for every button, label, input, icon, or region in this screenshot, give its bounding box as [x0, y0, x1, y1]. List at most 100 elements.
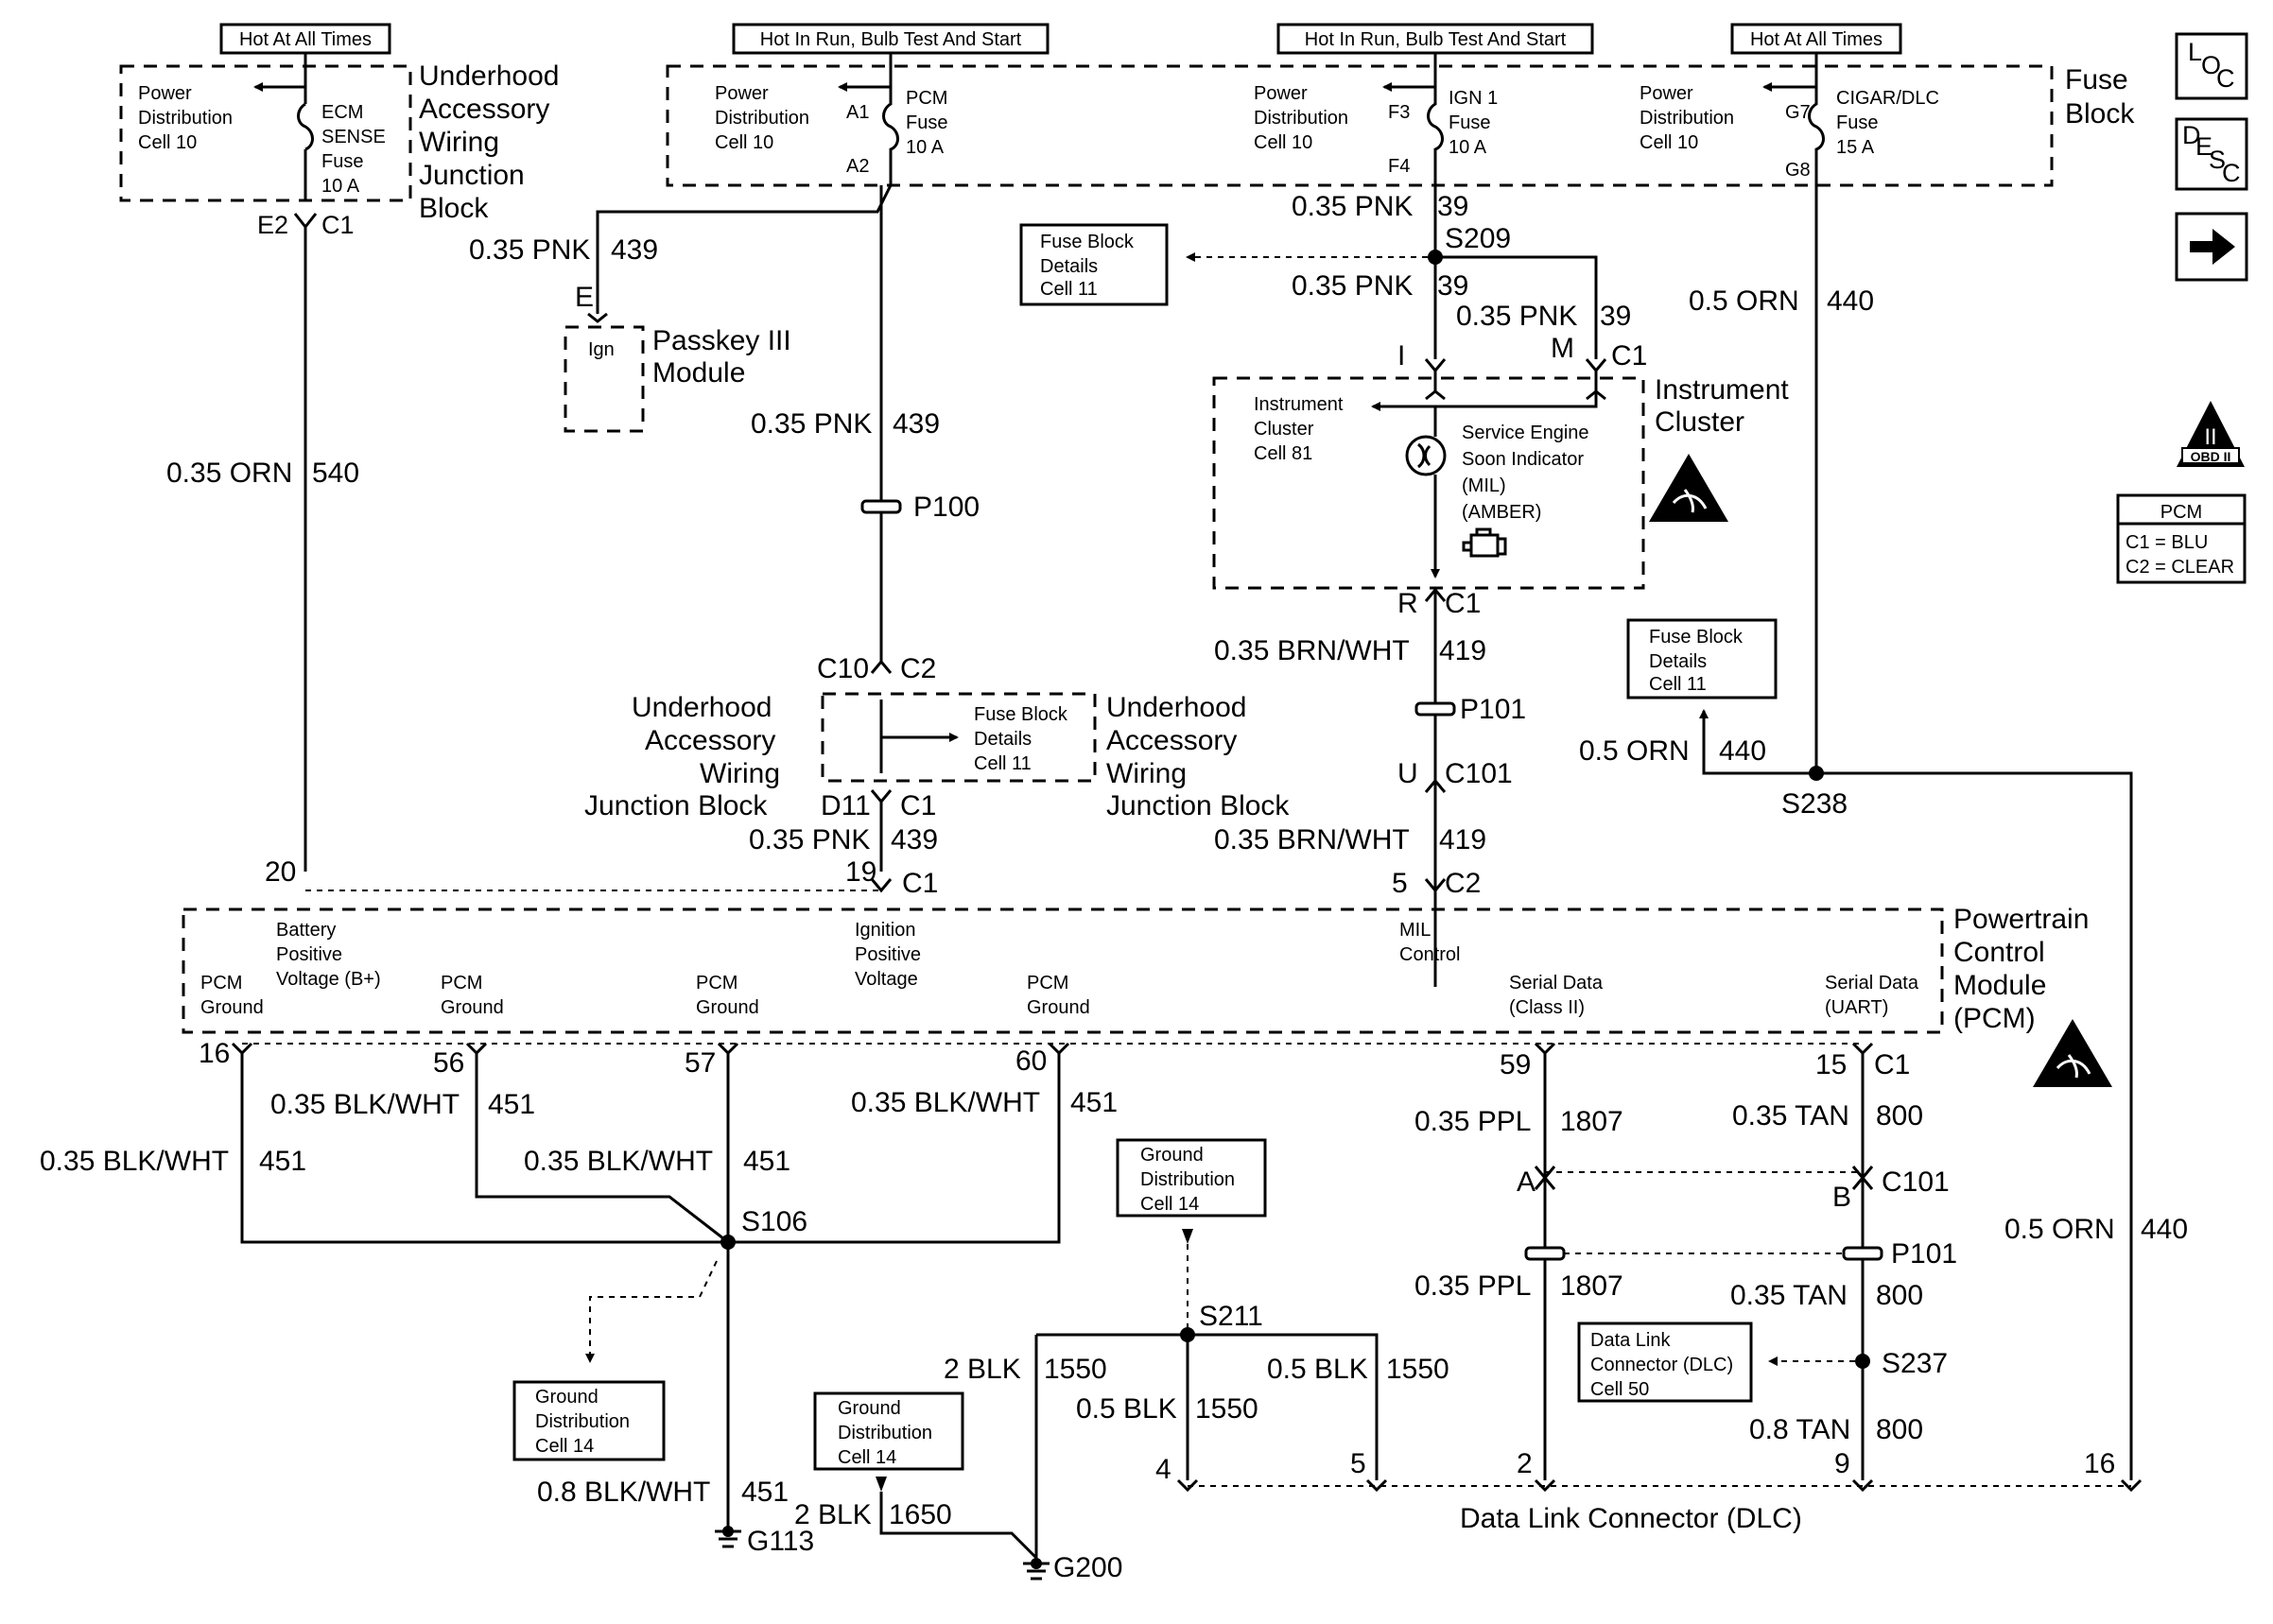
svg-text:Wiring: Wiring: [1106, 758, 1187, 789]
svg-text:Cell 14: Cell 14: [1140, 1194, 1199, 1215]
svg-text:Distribution: Distribution: [138, 108, 233, 129]
svg-text:Cell 10: Cell 10: [1640, 132, 1698, 153]
svg-text:Ign: Ign: [588, 339, 615, 360]
svg-text:Distribution: Distribution: [715, 108, 809, 129]
fuse-block: Fuse Block Power Distribution Cell 10 A1…: [666, 64, 2135, 187]
svg-text:(UART): (UART): [1825, 997, 1888, 1018]
wire-451d-num: 451: [1070, 1087, 1118, 1118]
wire-451c-color: 0.35 BLK/WHT: [524, 1146, 713, 1177]
wire-440c-num: 440: [2141, 1214, 2188, 1245]
svg-text:F3: F3: [1388, 102, 1410, 123]
svg-text:Ground: Ground: [1027, 997, 1090, 1018]
svg-text:Power: Power: [138, 83, 192, 104]
svg-text:G200: G200: [1053, 1552, 1122, 1583]
svg-text:G113: G113: [747, 1526, 814, 1557]
loc-icon[interactable]: L O C: [2175, 32, 2248, 100]
svg-text:Passkey III: Passkey III: [652, 325, 791, 356]
svg-text:10 A: 10 A: [1449, 137, 1487, 158]
wire-439c-num: 439: [891, 824, 938, 855]
svg-text:Cluster: Cluster: [1655, 406, 1744, 438]
ground-distribution-ref-2[interactable]: Ground Distribution Cell 14: [1116, 1138, 1267, 1218]
svg-text:Module: Module: [1953, 970, 2046, 1001]
junction-mid-c1: C1: [900, 790, 936, 821]
svg-text:Positive: Positive: [855, 944, 921, 965]
wire-800a-color: 0.35 TAN: [1732, 1100, 1849, 1132]
svg-text:Distribution: Distribution: [1640, 108, 1734, 129]
svg-text:PCM: PCM: [441, 973, 482, 993]
fuse-block-details-ref-3[interactable]: Fuse Block Details Cell 11: [1626, 618, 1778, 700]
svg-text:Junction: Junction: [419, 160, 525, 191]
svg-text:Ground: Ground: [535, 1387, 599, 1408]
svg-text:G7: G7: [1785, 102, 1811, 123]
pcm-pin-16: 16: [199, 1038, 230, 1069]
pcm-pin-15: 15: [1815, 1049, 1847, 1080]
desc-icon[interactable]: D E S C: [2175, 117, 2248, 191]
svg-text:PCM: PCM: [696, 973, 737, 993]
svg-text:Cell 14: Cell 14: [535, 1436, 594, 1457]
wire-800b-color: 0.35 TAN: [1730, 1280, 1848, 1311]
svg-text:Junction Block: Junction Block: [1106, 790, 1290, 821]
fuse-block-details-ref-1[interactable]: Fuse Block Details Cell 11: [1019, 223, 1169, 306]
cluster-conn-top: C1: [1611, 340, 1647, 371]
svg-text:ECM: ECM: [321, 102, 363, 123]
svg-text:Data Link Connector (DLC): Data Link Connector (DLC): [1460, 1503, 1802, 1534]
svg-text:Fuse: Fuse: [2065, 64, 2128, 95]
c101-lower-conn: C101: [1882, 1166, 1950, 1198]
wire-1550c-num: 1550: [1386, 1354, 1449, 1385]
wire-451d-color: 0.35 BLK/WHT: [851, 1087, 1040, 1118]
ground-distribution-ref-3[interactable]: Ground Distribution Cell 14: [813, 1391, 964, 1471]
wire-1550b-num: 1550: [1195, 1393, 1258, 1425]
wire-39c-num: 39: [1600, 301, 1631, 332]
p101-inline-connector-lower-a: [1524, 1246, 1566, 1261]
wire-439a-num: 439: [611, 234, 658, 266]
wire-419b-num: 419: [1439, 824, 1486, 855]
cluster-pin-m: M: [1551, 333, 1574, 364]
powertrain-control-module: Battery Positive Voltage (B+) Ignition P…: [182, 904, 2089, 1034]
svg-text:Accessory: Accessory: [645, 725, 775, 756]
svg-text:PCM: PCM: [906, 88, 947, 109]
wire-1550a-num: 1550: [1044, 1354, 1107, 1385]
next-arrow-icon[interactable]: [2175, 212, 2248, 282]
cluster-pin-r: R: [1397, 588, 1418, 619]
data-link-connector: 4 5 2 9 16 Data Link Connector (DLC): [1155, 1448, 2143, 1534]
svg-text:Underhood: Underhood: [419, 60, 559, 92]
svg-text:Serial Data: Serial Data: [1509, 973, 1604, 993]
pcm-pin-57: 57: [685, 1047, 716, 1079]
svg-text:Powertrain: Powertrain: [1953, 904, 2089, 935]
svg-text:Cell 14: Cell 14: [838, 1447, 896, 1468]
ground-distribution-ref-1[interactable]: Ground Distribution Cell 14: [512, 1380, 666, 1461]
c101-lower-pin-b: B: [1832, 1182, 1851, 1213]
svg-text:OBD II: OBD II: [2191, 449, 2231, 464]
svg-text:Positive: Positive: [276, 944, 342, 965]
svg-text:Cell 10: Cell 10: [715, 132, 773, 153]
header-tag-hot-at-all-times-2: Hot At All Times: [1730, 23, 1902, 55]
pcm-conn-5: C2: [1445, 868, 1481, 899]
svg-text:(Class II): (Class II): [1509, 997, 1585, 1018]
svg-text:Hot In Run, Bulb Test And Star: Hot In Run, Bulb Test And Start: [760, 29, 1022, 50]
header-tag-hot-at-all-times-1: Hot At All Times: [219, 23, 391, 55]
wire-451b-color: 0.35 BLK/WHT: [270, 1089, 460, 1120]
wire-800b-num: 800: [1876, 1280, 1923, 1311]
svg-text:Accessory: Accessory: [419, 94, 549, 125]
svg-text:Wiring: Wiring: [419, 127, 499, 158]
wire-800c-color: 0.8 TAN: [1749, 1414, 1850, 1445]
dlc-ref[interactable]: Data Link Connector (DLC) Cell 50: [1577, 1322, 1753, 1403]
svg-text:Voltage: Voltage: [855, 969, 918, 990]
svg-text:P100: P100: [913, 492, 980, 523]
svg-text:(AMBER): (AMBER): [1462, 502, 1541, 523]
svg-text:Wiring: Wiring: [700, 758, 780, 789]
c101-upper-pin: U: [1397, 758, 1418, 789]
wire-540-color: 0.35 ORN: [166, 458, 292, 489]
svg-text:Fuse: Fuse: [906, 112, 947, 133]
ground-g200: G200: [1023, 1552, 1122, 1583]
wire-1550a-color: 2 BLK: [944, 1354, 1021, 1385]
svg-text:Voltage (B+): Voltage (B+): [276, 969, 381, 990]
splice-s211: S211: [1199, 1301, 1263, 1332]
svg-text:Service Engine: Service Engine: [1462, 423, 1589, 443]
underhood-top-pin: E2: [257, 211, 288, 239]
svg-text:F4: F4: [1388, 156, 1410, 177]
svg-text:PCM: PCM: [2160, 502, 2202, 523]
svg-text:Fuse: Fuse: [1449, 112, 1490, 133]
svg-text:Ground: Ground: [696, 997, 759, 1018]
svg-text:E: E: [2195, 132, 2212, 161]
